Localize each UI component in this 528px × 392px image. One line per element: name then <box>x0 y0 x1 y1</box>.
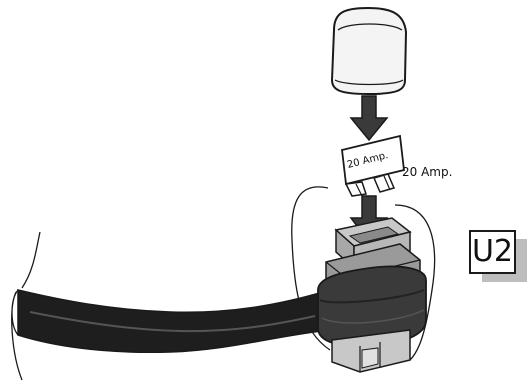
insert-arrow-upper <box>351 96 387 140</box>
fuse-holder <box>318 218 426 372</box>
fuse-cap <box>332 8 406 94</box>
step-badge: U2 <box>469 230 527 282</box>
power-cable <box>18 290 330 352</box>
fuse-rating-label: 20 Amp. <box>402 165 452 179</box>
step-badge-label: U2 <box>469 230 516 274</box>
